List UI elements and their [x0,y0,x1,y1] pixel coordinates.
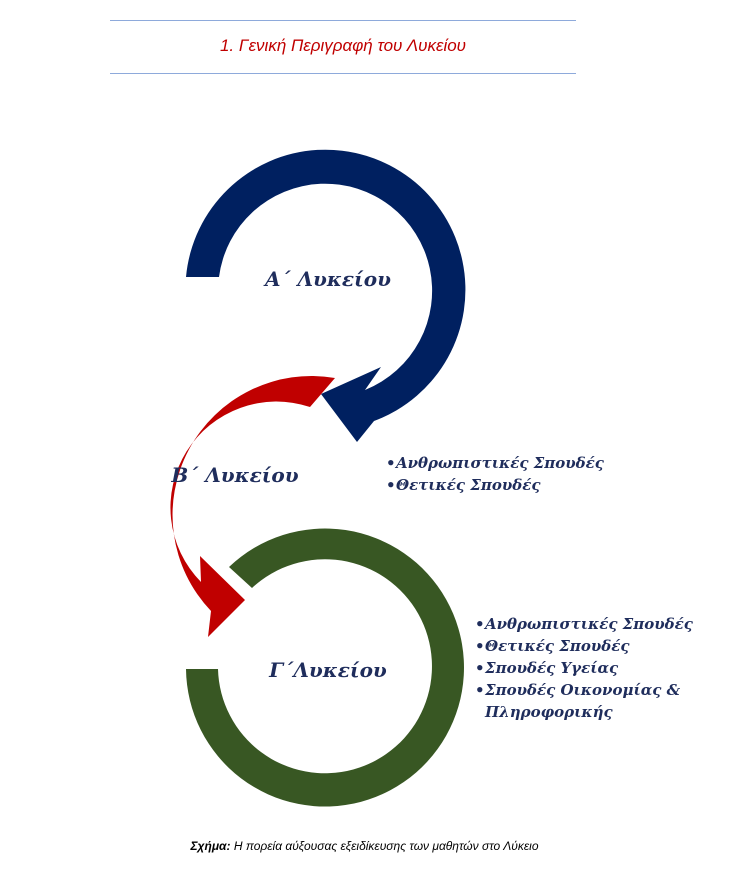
list-item: Θετικές Σπουδές [386,474,686,496]
stage-b-arrow [170,376,335,637]
caption-label: Σχήμα: [190,839,231,853]
header-top-rule [110,20,576,21]
stage-b-label: Β΄ Λυκείου [170,463,298,487]
figure-caption: Σχήμα: Η πορεία αύξουσας εξειδίκευσης τω… [0,839,729,853]
section-title: 1. Γενική Περιγραφή του Λυκείου [219,36,467,55]
header-bottom-rule [110,73,576,74]
list-item: Σπουδές Υγείας [475,657,705,679]
stage-c-label: Γ΄Λυκείου [268,658,387,682]
stage-a-arrow [186,149,466,442]
stage-b-specializations: Ανθρωπιστικές Σπουδές Θετικές Σπουδές [386,452,686,496]
list-item: Σπουδές Οικονομίας & Πληροφορικής [475,679,705,723]
list-item: Θετικές Σπουδές [475,635,705,657]
list-item: Ανθρωπιστικές Σπουδές [475,613,705,635]
list-item: Ανθρωπιστικές Σπουδές [386,452,686,474]
stage-a-label: Α΄ Λυκείου [263,267,391,291]
caption-text: Η πορεία αύξουσας εξειδίκευσης των μαθητ… [230,839,539,853]
stage-c-specializations: Ανθρωπιστικές Σπουδές Θετικές Σπουδές Σπ… [475,613,705,723]
